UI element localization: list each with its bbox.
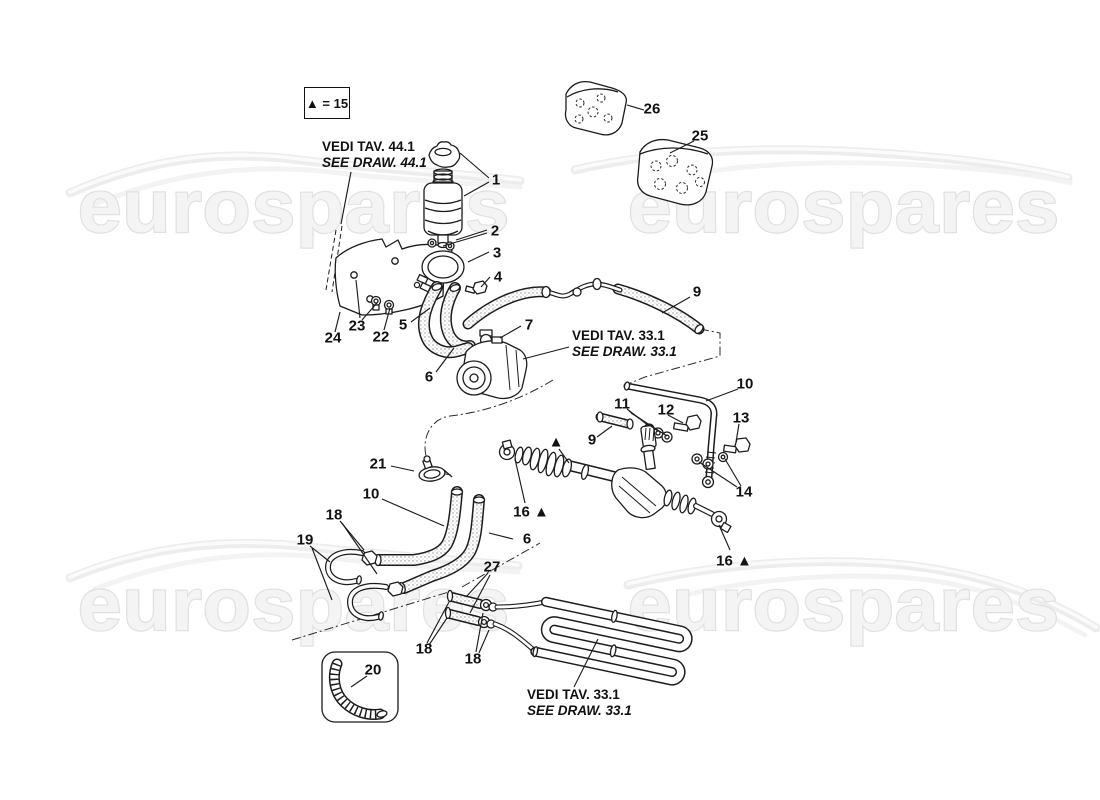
callout-23-8: 23 [348, 317, 366, 335]
drawing-reference-33-1-bottom: VEDI TAV. 33.1 SEE DRAW. 33.1 [527, 687, 632, 718]
pressure-hose-9 [462, 277, 705, 335]
drawing-reference-44-1: VEDI TAV. 44.1 SEE DRAW. 44.1 [322, 139, 427, 170]
callout-22-7: 22 [372, 328, 390, 346]
callout-27-25: 27 [483, 558, 501, 576]
legend-text: ▲ = 15 [305, 95, 349, 111]
reference-line-italian: VEDI TAV. 44.1 [322, 139, 415, 154]
callout-19-23: 19 [296, 531, 314, 549]
callout-7-5: 7 [524, 316, 534, 334]
bolt-13-washers-14 [691, 437, 751, 470]
callout-5-4: 5 [398, 316, 408, 334]
callout-25-30: 25 [691, 127, 709, 145]
feed-hoses-upper [417, 281, 476, 359]
cooler-serpentine [530, 596, 693, 686]
callout-10-21: 10 [362, 485, 380, 503]
rigid-pipe-10-upper [623, 381, 718, 489]
callout-1-0: 1 [491, 171, 501, 189]
callout-12-13: 12 [657, 401, 675, 419]
legend-box: ▲ = 15 [304, 87, 350, 119]
reference-line-english: SEE DRAW. 33.1 [527, 702, 632, 718]
callout-21-20: 21 [369, 455, 387, 473]
callout-10-11: 10 [736, 375, 754, 393]
steering-rack [498, 424, 732, 534]
watermarks: eurospares eurospares eurospares eurospa… [77, 164, 1060, 647]
unions-and-u-pipes [325, 548, 404, 622]
callout-6-24: 6 [522, 530, 532, 548]
reference-line-english: SEE DRAW. 33.1 [572, 343, 677, 359]
steering-pump [456, 336, 528, 400]
callout-4-3: 4 [493, 268, 503, 286]
callout-26-29: 26 [643, 100, 661, 118]
callout-2-1: 2 [490, 222, 500, 240]
reference-line-italian: VEDI TAV. 33.1 [527, 687, 620, 702]
reservoir-drawing [423, 141, 463, 251]
watermark-text: eurospares [628, 563, 1060, 646]
callout-18-27: 18 [464, 650, 482, 668]
callout-9-10: 9 [692, 283, 702, 301]
callout-11-12: 11 [614, 395, 630, 413]
callout-9-15: 9 [587, 431, 597, 449]
bolt-4 [464, 280, 488, 295]
heat-shield-bracket [334, 238, 453, 316]
reservoir-clamp [413, 250, 465, 293]
reference-line-italian: VEDI TAV. 33.1 [572, 328, 665, 343]
clamp-21 [418, 455, 453, 482]
leader-lines [309, 104, 742, 688]
callout-6-6: 6 [424, 368, 434, 386]
corrugated-hose-box [321, 651, 399, 723]
callout-3-2: 3 [492, 244, 502, 262]
drawing-reference-33-1-mid: VEDI TAV. 33.1 SEE DRAW. 33.1 [572, 328, 677, 359]
insulation-pad-26 [564, 80, 628, 136]
callout-18-26: 18 [415, 640, 433, 658]
insulation-pad-25 [636, 138, 714, 206]
callout-13-14: 13 [732, 409, 750, 427]
callout-14-17: 14 [735, 483, 753, 501]
callout-18-22: 18 [325, 506, 343, 524]
return-hoses-lower [374, 486, 486, 595]
callout-20-28: 20 [364, 661, 382, 679]
callout-24-9: 24 [324, 329, 342, 347]
callout-16tri-19: 16 ▲ [716, 552, 752, 570]
callout-16tri-18: 16 ▲ [513, 503, 549, 521]
callout-tri-16: ▲ [548, 433, 564, 451]
reference-line-english: SEE DRAW. 44.1 [322, 154, 427, 170]
